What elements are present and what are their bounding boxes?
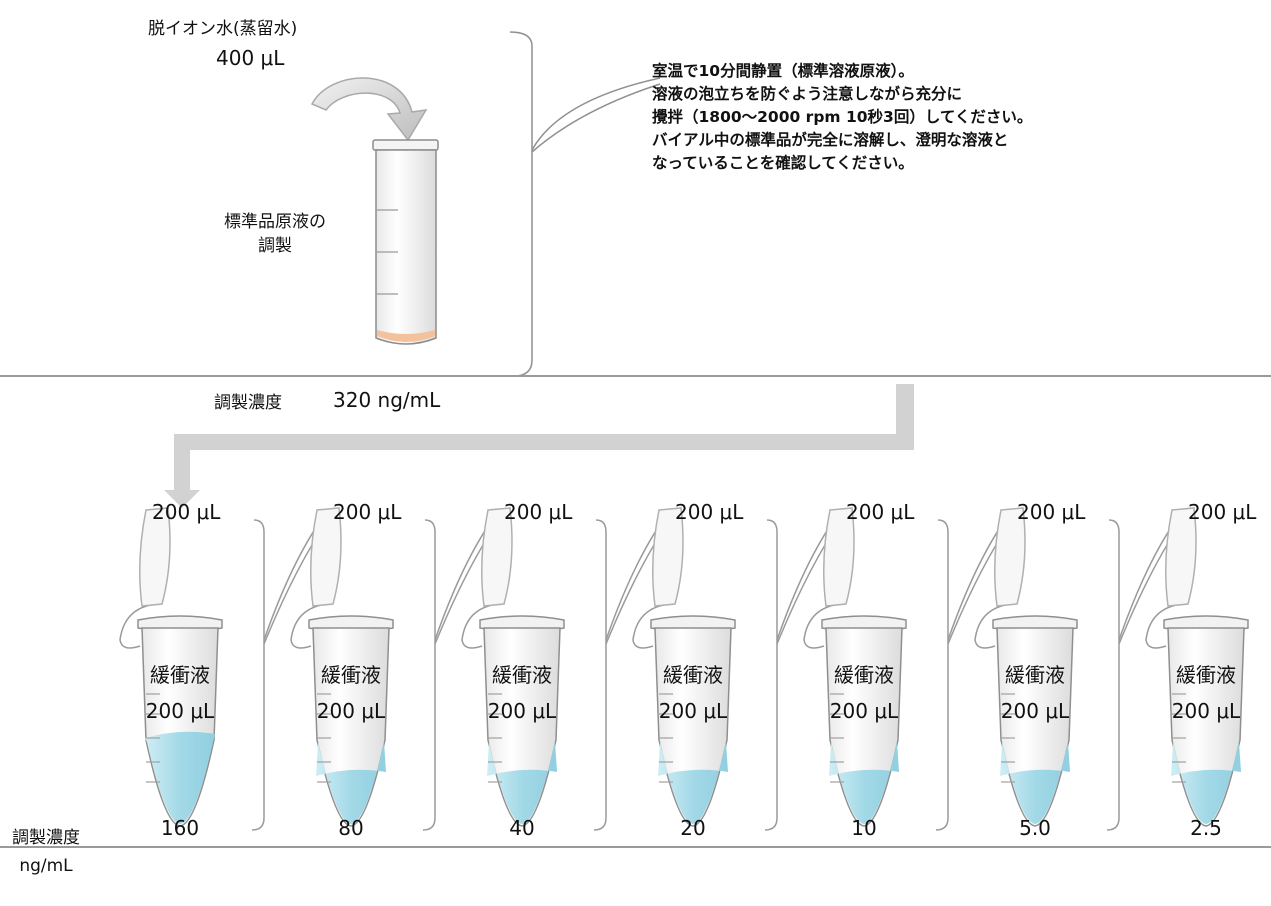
buffer-label: 緩衝液 200 μL (980, 657, 1090, 729)
transfer-arrow-icon (164, 384, 914, 508)
buffer-name: 緩衝液 (321, 663, 381, 687)
buffer-label: 緩衝液 200 μL (125, 657, 235, 729)
instruction-line: 室温で10分間静置（標準溶液原液）。 (652, 62, 914, 80)
dilution-concentration: 40 (509, 816, 535, 840)
dilution-conc-label-line1: 調製濃度 (12, 828, 80, 848)
dilution-conc-label: 調製濃度 ng/mL (12, 824, 80, 880)
dilution-concentration: 5.0 (1019, 816, 1051, 840)
transfer-volume: 200 μL (846, 500, 915, 524)
buffer-volume: 200 μL (829, 699, 899, 723)
dilution-tube-icon (1145, 507, 1249, 827)
transfer-volume: 200 μL (1188, 500, 1257, 524)
tube-bracket (593, 519, 607, 831)
stock-conc-value: 320 ng/mL (333, 388, 441, 412)
buffer-volume: 200 μL (487, 699, 557, 723)
dilution-concentration: 20 (680, 816, 706, 840)
tube-bracket (251, 519, 265, 831)
transfer-volume: 200 μL (504, 500, 573, 524)
buffer-label: 緩衝液 200 μL (1151, 657, 1261, 729)
tube-bracket (764, 519, 778, 831)
buffer-name: 緩衝液 (834, 663, 894, 687)
buffer-name: 緩衝液 (663, 663, 723, 687)
stock-vial-label-line2: 調製 (258, 236, 292, 256)
transfer-volume: 200 μL (1017, 500, 1086, 524)
buffer-volume: 200 μL (316, 699, 386, 723)
dilution-concentration: 80 (338, 816, 364, 840)
instruction-line: なっていることを確認してください。 (652, 154, 914, 172)
buffer-label: 緩衝液 200 μL (296, 657, 406, 729)
buffer-label: 緩衝液 200 μL (809, 657, 919, 729)
tube-bracket (1106, 519, 1120, 831)
tube-bracket (935, 519, 949, 831)
buffer-label: 緩衝液 200 μL (638, 657, 748, 729)
dilution-conc-label-unit: ng/mL (19, 856, 73, 876)
instruction-line: 溶液の泡立ちを防ぐよう注意しながら充分に (652, 85, 963, 103)
buffer-name: 緩衝液 (492, 663, 552, 687)
dilution-concentration: 2.5 (1190, 816, 1222, 840)
instructions: 室温で10分間静置（標準溶液原液）。 溶液の泡立ちを防ぐよう注意しながら充分に … (652, 60, 1032, 175)
stock-vial-label-line1: 標準品原液の (224, 212, 326, 232)
dilution-tube-icon (803, 507, 907, 827)
stock-conc-label: 調製濃度 (214, 393, 282, 413)
buffer-name: 緩衝液 (1005, 663, 1065, 687)
stock-vial-icon (372, 139, 439, 345)
stock-bracket (509, 31, 661, 377)
buffer-volume: 200 μL (1171, 699, 1241, 723)
water-label: 脱イオン水(蒸留水) (148, 19, 298, 39)
instruction-line: バイアル中の標準品が完全に溶解し、澄明な溶液と (652, 131, 1009, 149)
transfer-volume: 200 μL (333, 500, 402, 524)
transfer-volume: 200 μL (152, 500, 221, 524)
dilution-tube-icon (290, 507, 394, 827)
water-volume: 400 μL (216, 46, 285, 70)
buffer-name: 緩衝液 (1176, 663, 1236, 687)
tube-bracket (422, 519, 436, 831)
dilution-tube-icon (974, 507, 1078, 827)
dilution-concentration: 160 (160, 816, 200, 840)
buffer-volume: 200 μL (145, 699, 215, 723)
buffer-name: 緩衝液 (150, 663, 210, 687)
buffer-volume: 200 μL (1000, 699, 1070, 723)
instruction-line: 攪拌（1800～2000 rpm 10秒3回）してください。 (652, 108, 1033, 126)
dilution-tube-icon (461, 507, 565, 827)
stock-vial-label: 標準品原液の 調製 (205, 210, 345, 258)
transfer-volume: 200 μL (675, 500, 744, 524)
water-pour-arrow-icon (310, 77, 428, 142)
dilution-concentration: 10 (851, 816, 877, 840)
buffer-volume: 200 μL (658, 699, 728, 723)
buffer-label: 緩衝液 200 μL (467, 657, 577, 729)
dilution-tube-icon (119, 507, 223, 827)
dilution-tube-icon (632, 507, 736, 827)
